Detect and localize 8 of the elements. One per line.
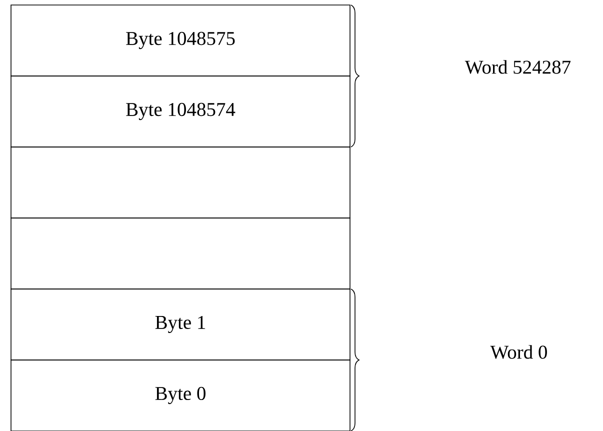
memory-cell: Byte 1048575 [10, 4, 350, 76]
word-label: Word 524287 [464, 60, 571, 74]
word-label: Word 0 [490, 345, 547, 359]
memory-cell: Byte 1048574 [10, 76, 350, 148]
empty-memory-cell [10, 146, 350, 218]
memory-cell: Byte 1 [10, 288, 350, 360]
memory-cell: Byte 0 [10, 360, 350, 431]
empty-memory-cell [10, 218, 350, 290]
